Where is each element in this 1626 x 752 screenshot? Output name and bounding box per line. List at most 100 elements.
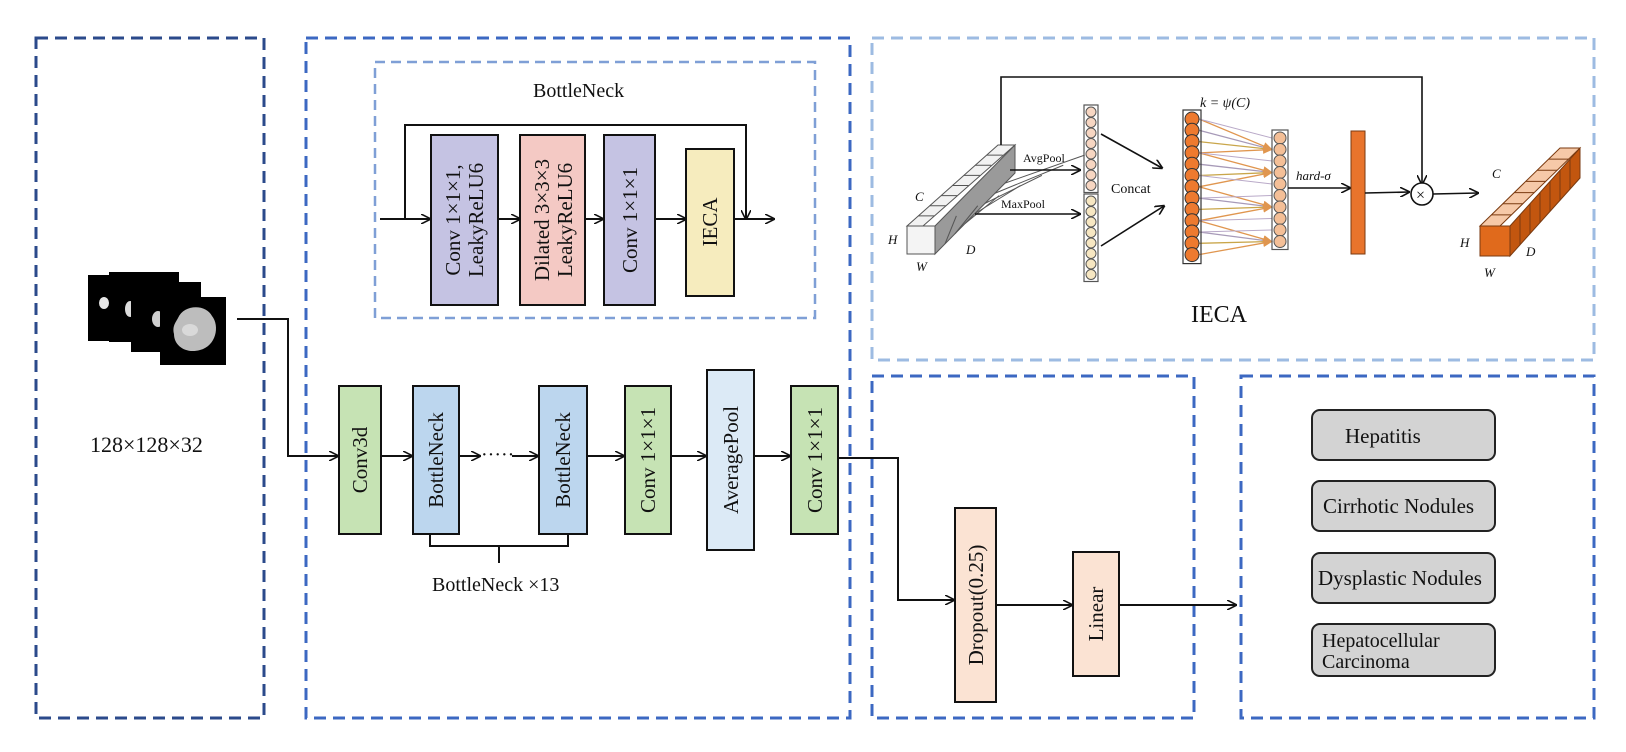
bottleneck-last-block [538, 385, 588, 535]
maxpool-cell [1085, 237, 1097, 249]
ieca-panel [870, 36, 1596, 362]
avgpool-cell [1085, 117, 1097, 128]
conv-a-label: Conv 1×1×1 [636, 407, 660, 513]
bottleneck-skip-connection [404, 124, 746, 219]
kernel-connection [1198, 118, 1273, 139]
kernel-connection [1198, 240, 1273, 244]
input-panel [34, 36, 266, 720]
input-to-conv3d-arrow [237, 318, 338, 456]
dilated-block-label-line1: Dilated 3×3×3 [530, 159, 554, 281]
ieca-output-dim-w: W [1484, 265, 1496, 280]
conv1-block-label-line2: LeakyReLU6 [464, 163, 488, 277]
conv-b-block [790, 385, 839, 535]
linear-label: Linear [1084, 587, 1108, 642]
concat-vector [1182, 109, 1202, 265]
kernel-connection [1198, 239, 1273, 256]
dilated-block-label-line2: LeakyReLU6 [553, 163, 577, 277]
ieca-formula: k = ψ(C) [1200, 96, 1250, 111]
avgpool-label: AvgPool [1023, 151, 1065, 165]
ieca-block [685, 148, 735, 297]
dilated-conv-block [519, 134, 586, 306]
bottleneck-repeat-label: BottleNeck ×13 [432, 574, 559, 596]
avgpool-cell [1085, 148, 1097, 160]
kernel-connection [1198, 118, 1273, 151]
ieca-output-tensor [1478, 146, 1582, 258]
ieca-panel-title: IECA [1191, 302, 1248, 328]
conv-b-label: Conv 1×1×1 [803, 407, 827, 513]
avgpool-cell [1085, 159, 1097, 170]
bottleneck-ellipsis: ····· [481, 444, 514, 466]
conv1-block [603, 134, 656, 306]
avgpool-cell [1085, 138, 1097, 149]
ieca-input-tensor [905, 143, 1085, 256]
maxpool-cell [1085, 248, 1097, 259]
attention-weights-bar [1350, 130, 1366, 255]
out-cell [1273, 212, 1287, 225]
hard-sigma-label: hard-σ [1296, 168, 1331, 183]
averagepool-label: AveragePool [719, 406, 743, 514]
ieca-output-dim-h: H [1459, 235, 1470, 250]
maxpool-cell [1085, 206, 1097, 217]
out-cell [1273, 143, 1287, 156]
out-cell [1273, 177, 1287, 191]
class-hepatitis-box [1311, 409, 1496, 461]
kernel-connection [1198, 140, 1273, 151]
avgpool-vector [1083, 104, 1099, 194]
kernel-connection [1198, 218, 1273, 222]
avgpool-cell [1085, 169, 1097, 181]
kernel-connection [1198, 152, 1273, 175]
bottleneck-last-label: BottleNeck [551, 412, 575, 508]
avgpool-cell [1085, 180, 1097, 191]
multiply-symbol: × [1416, 187, 1425, 204]
maxpool-vector [1083, 193, 1099, 283]
ieca-output-dim-c: C [1492, 166, 1501, 181]
ieca-input-dim-w: W [916, 259, 928, 274]
ieca-input-dim-d: D [965, 242, 976, 257]
concat-cell [1184, 247, 1200, 263]
dropout-label: Dropout(0.25) [964, 545, 988, 666]
bottleneck-repeat-brace [429, 534, 569, 563]
conv1-block-label-line1: Conv 1×1×1, [441, 164, 465, 275]
avgpool-cell [1085, 127, 1097, 139]
input-dims-label: 128×128×32 [90, 432, 203, 457]
kernel-connection [1198, 152, 1273, 162]
averagepool-block [706, 369, 755, 551]
kernel-connection [1198, 129, 1273, 151]
kernel-connection [1198, 175, 1273, 185]
conv1d-output-vector [1271, 129, 1289, 251]
maxpool-cell [1085, 216, 1097, 228]
maxpool-cell [1085, 269, 1097, 280]
class-hcc-box [1311, 623, 1496, 677]
class-cirrhotic-label: Cirrhotic Nodules [1323, 494, 1474, 518]
linear-block [1072, 551, 1120, 677]
conv-a-block [624, 385, 672, 535]
ieca-input-dim-c: C [915, 189, 924, 204]
kernel-connection [1198, 206, 1273, 211]
out-cell [1273, 154, 1287, 168]
ieca-skip-connection [1000, 76, 1422, 184]
maxpool-cell [1085, 227, 1097, 238]
kernel-connection [1198, 204, 1273, 222]
backbone-panel [304, 36, 852, 720]
class-dysplastic-label: Dysplastic Nodules [1318, 566, 1482, 590]
out-cell [1273, 235, 1287, 248]
class-hcc-label-line1: Hepatocellular [1322, 630, 1440, 652]
kernel-connection [1198, 171, 1273, 177]
ieca-output-dim-d: D [1525, 244, 1536, 259]
class-hcc-label-line2: Carcinoma [1322, 651, 1410, 673]
backbone-to-dropout-arrow [838, 457, 954, 600]
bottleneck-detail-panel [373, 60, 817, 320]
bottleneck-detail-title: BottleNeck [533, 80, 624, 102]
class-cirrhotic-box [1311, 480, 1496, 532]
kernel-connection [1198, 163, 1273, 174]
out-cell [1273, 131, 1287, 145]
kernel-connection [1198, 195, 1273, 199]
out-cell [1273, 200, 1287, 214]
kernel-connection [1198, 229, 1273, 233]
class-hepatitis-label: Hepatitis [1345, 424, 1421, 448]
avgpool-cell [1085, 106, 1097, 118]
kernel-connection [1198, 197, 1273, 208]
head-panel [870, 374, 1196, 720]
bottleneck-first-block [412, 385, 460, 535]
